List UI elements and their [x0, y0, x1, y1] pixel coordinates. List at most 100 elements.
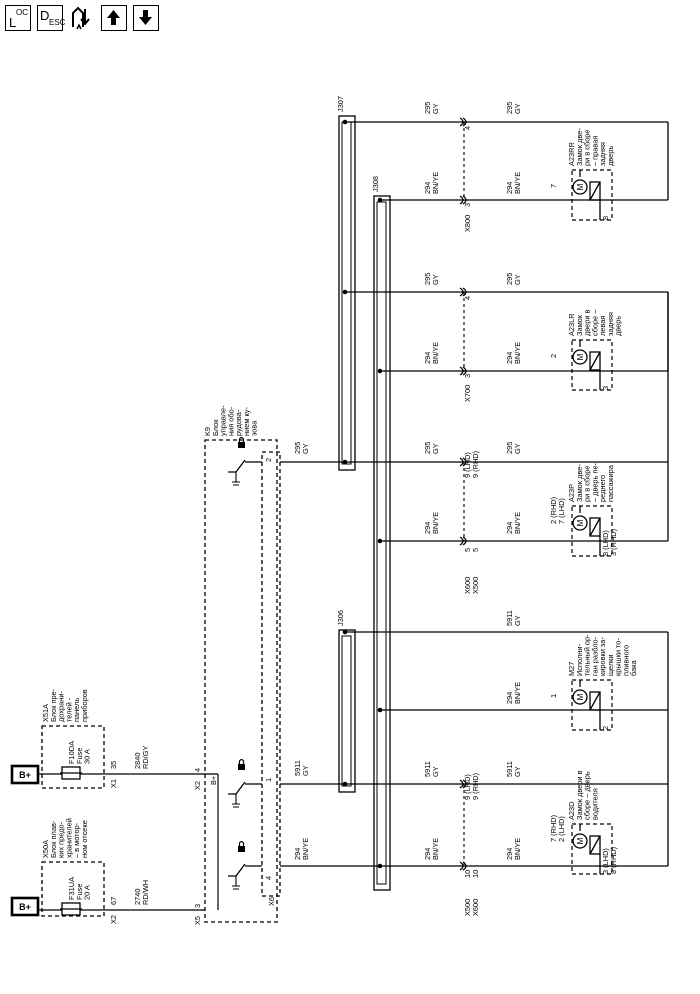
wire-label-right-6-line: BN/YE — [513, 342, 522, 364]
desc-big-letter: D — [40, 8, 50, 23]
inline-connector-1-bottom-b — [462, 536, 467, 546]
actuator-a23p-motor-label: M — [576, 519, 585, 526]
actuator-a23lr-motor-circle — [572, 349, 588, 365]
actuator-a23lr-coil — [589, 351, 601, 371]
inline-connector-0-label-line: X600 — [471, 899, 480, 916]
k9-x5-label: X5 — [193, 916, 202, 925]
k9-x2-label-line: X2 — [193, 781, 202, 790]
actuator-a23p-pin-top-line: 7 (LHD) — [557, 498, 566, 524]
actuator-a23p-name-line: пассажира — [606, 464, 615, 502]
connector-view-button[interactable] — [69, 5, 95, 31]
wire-label-left-7-line: 295 — [423, 102, 432, 114]
fuse-block-x50a-title-line: ких предо- — [57, 821, 66, 858]
inline-connector-0-bottom-b — [462, 861, 467, 871]
splice-j308-label: J308 — [371, 176, 380, 192]
wire-label-left-2-line: BN/YE — [431, 512, 440, 534]
k9-switch-3-blade — [228, 459, 246, 473]
inline-connector-2-bottom — [459, 366, 464, 376]
desc-button[interactable]: D ESC — [37, 5, 65, 31]
actuator-a23p-pin-bot-line: 8 (LHD) — [601, 530, 610, 556]
wire-label-right-9-line: GY — [513, 103, 522, 114]
wire-294-label-line: BN/YE — [301, 838, 310, 860]
inline-connector-2-pin-a: 3 — [463, 374, 472, 378]
inline-connector-1-top — [459, 457, 464, 467]
inline-connector-1-label-line: X500 — [471, 577, 480, 594]
wire-label-right-4-line: 294 — [505, 522, 514, 534]
row-5911-m27-splice — [342, 629, 348, 635]
actuator-m27-pin-top-line: 1 — [549, 694, 558, 698]
k9-switch-3-ground — [232, 472, 240, 486]
actuator-a23rr: M — [572, 179, 588, 195]
inline-connector-3-top-b — [462, 117, 467, 127]
wire-label-right-7-line: 295 — [505, 273, 514, 285]
wire-label-right-9-line: 295 — [505, 102, 514, 114]
actuator-a23d-pin-bot-line: 3 (LHD) — [601, 848, 610, 874]
fuse-block-x51a-title-line: телей - — [64, 697, 73, 722]
wire-label-left-0-line: BN/YE — [431, 838, 440, 860]
loc-button[interactable]: L OC — [5, 5, 31, 31]
wire-label-left-0-line: 294 — [423, 848, 432, 860]
bplus-box-lower — [10, 896, 40, 917]
k9-title-line: рудова- — [234, 409, 243, 436]
actuator-a23rr-motor-label: M — [576, 183, 585, 190]
actuator-a23d: M — [572, 833, 588, 849]
actuator-a23rr-pin-bot-line: 8 — [601, 216, 610, 220]
actuator-a23lr-name-line: дверь — [614, 316, 623, 336]
actuator-a23p-name-line: Замок две- — [575, 464, 584, 502]
inline-connector-0-pin-b-line: 9 (LHD) — [463, 774, 472, 800]
k9-title-line: нием ку- — [242, 407, 251, 436]
k9-bplus-label-line: B+ — [209, 776, 218, 785]
inline-connector-3-top — [459, 117, 464, 127]
fuse-block-x51a — [41, 725, 105, 789]
wire-label-right-3-line: GY — [513, 615, 522, 626]
x1-conn-label: X1 — [109, 779, 118, 788]
actuator-m27-coil-diag — [589, 691, 601, 711]
k9-switch-3-pin: 2 — [264, 458, 273, 462]
down-arrow-button[interactable] — [133, 5, 159, 31]
actuator-a23p-pin-top: 2 (RHD)7 (LHD) — [549, 497, 566, 524]
pin-67-label-line: 67 — [109, 897, 118, 905]
actuator-a23d-coil — [589, 835, 601, 855]
actuator-a23rr-name-line: ри в сборе — [583, 129, 592, 166]
k9-title-line: зова — [250, 420, 259, 436]
actuator-a23p: M — [572, 515, 588, 531]
inline-connector-0-top-b — [462, 779, 467, 789]
inline-connector-2-pin-b-line: 4 — [463, 296, 472, 300]
wire-5911-label-line: GY — [301, 765, 310, 776]
wire-label-left-5-line: GY — [431, 274, 440, 285]
up-arrow-button[interactable] — [101, 5, 127, 31]
k9-switch-3-lock — [238, 436, 245, 448]
inline-connector-1-pin-b-line: 9 (RHD) — [471, 451, 480, 478]
k9-title-line: Блок — [211, 419, 220, 436]
actuator-a23rr-pin-bot: 8 — [601, 216, 610, 220]
up-arrow-icon — [107, 10, 120, 25]
inline-connector-0-pin-a-line: 10 — [463, 870, 472, 878]
pin-35-label-line: 35 — [109, 761, 118, 769]
actuator-a23rr-pin-top: 7 — [549, 184, 558, 188]
fuse-f10da-label-line: F10DA — [67, 741, 76, 764]
inline-connector-0-pin-a-line: 10 — [471, 870, 480, 878]
actuator-a23rr-name-line: задняя — [598, 142, 607, 166]
k9-switch-1-ground — [232, 876, 240, 890]
row-5911-driver-splice — [342, 781, 348, 787]
actuator-a23p-coil — [589, 517, 601, 537]
inline-connector-3-bottom-b — [462, 195, 467, 205]
splice-j307-label-line: J307 — [336, 96, 345, 112]
wire-5911-label-line: 5911 — [293, 760, 302, 776]
inline-connector-0-pin-b-line: 9 (RHD) — [471, 773, 480, 800]
actuator-a23lr-pin-bot-line: 3 — [601, 386, 610, 390]
fuse-block-x51a-title-line: Блок пре- — [49, 688, 58, 722]
wire-label-right-3-line: 5911 — [505, 610, 514, 626]
